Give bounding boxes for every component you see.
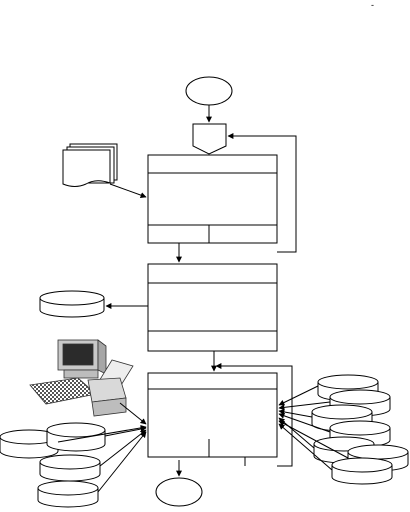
process-box-3	[147, 372, 278, 466]
process-box-2	[147, 263, 278, 352]
arrow-documents-to-process	[109, 183, 147, 198]
arrow-loop-back	[227, 133, 297, 253]
start-terminal	[185, 76, 233, 106]
arrow-loop-back-2	[215, 363, 293, 467]
left-database-group	[0, 422, 106, 508]
corner-mark: -	[371, 0, 374, 10]
right-connections	[278, 385, 349, 471]
offpage-connector-icon	[192, 123, 227, 155]
right-database-group	[311, 374, 409, 485]
multi-document-icon	[62, 143, 118, 187]
process-box-1	[147, 154, 278, 244]
database-cylinder-icon	[39, 290, 105, 318]
computer-printer-icon	[29, 339, 134, 417]
left-connections	[57, 402, 147, 493]
end-terminal	[155, 477, 203, 507]
